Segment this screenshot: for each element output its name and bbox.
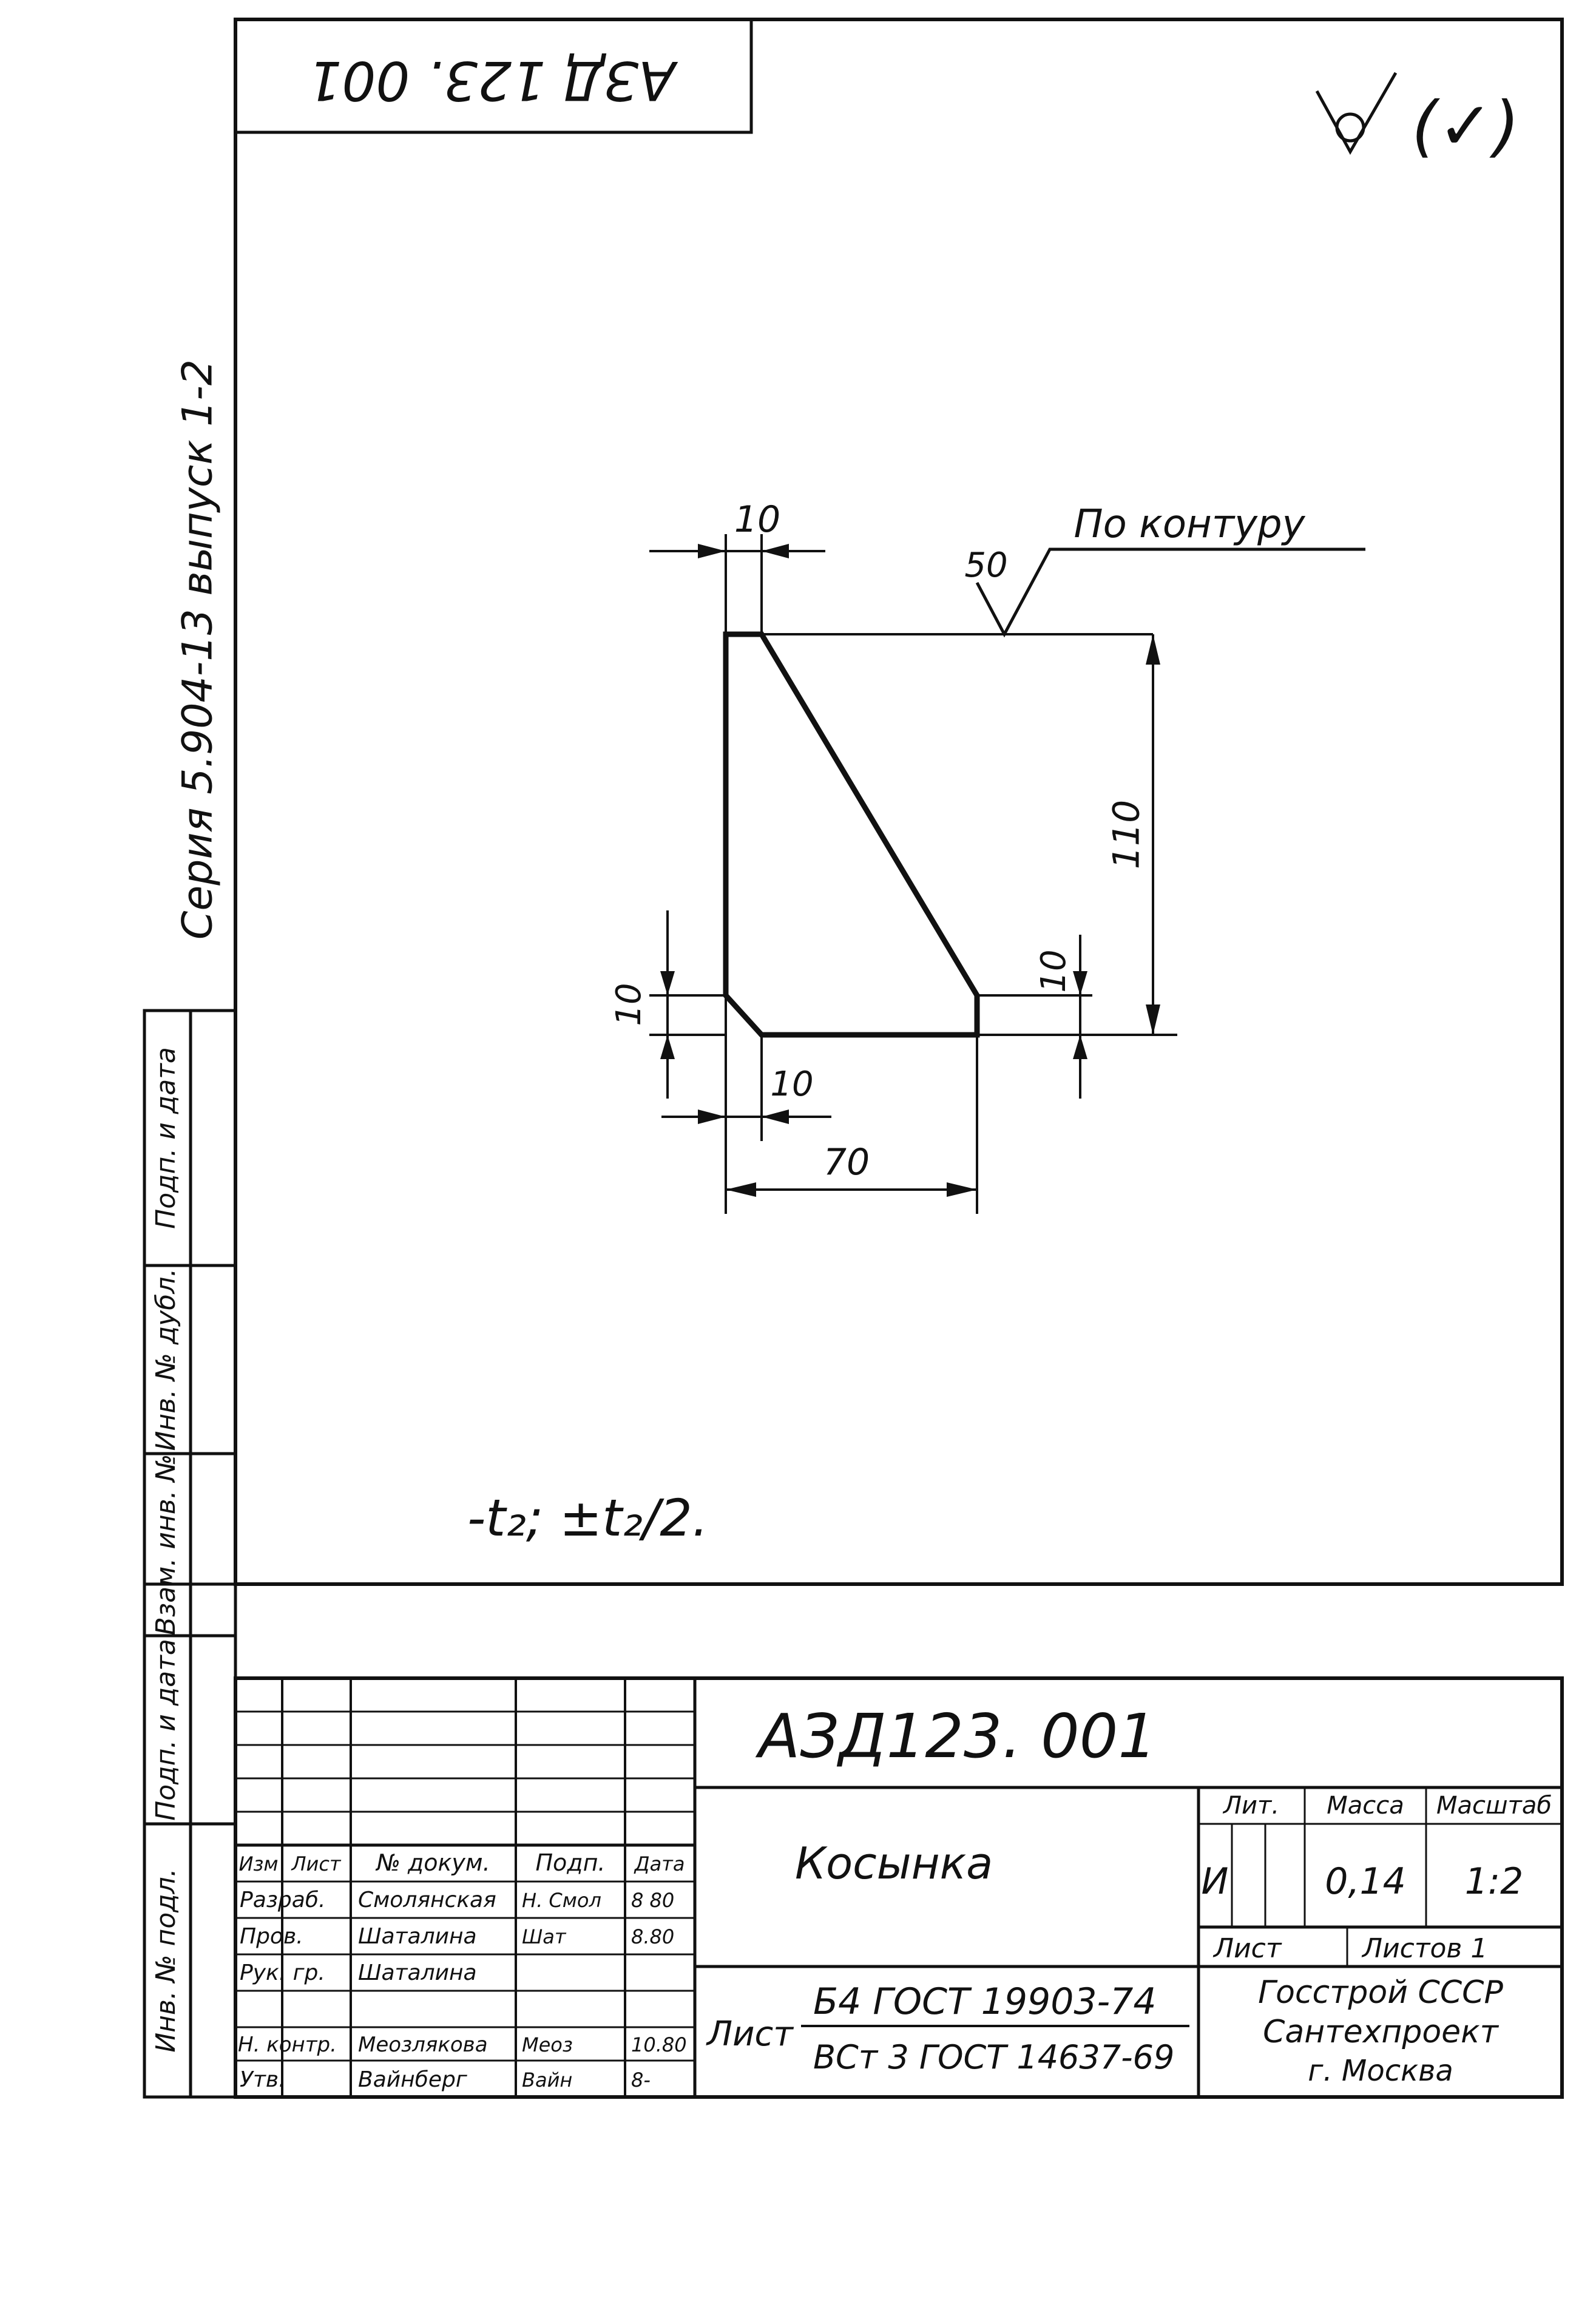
title-sheets-label: Листов 1 xyxy=(1361,1933,1487,1964)
dimension-left-10: 10 xyxy=(609,910,726,1099)
role-date: 8- xyxy=(631,2068,651,2092)
title-scale-value: 1:2 xyxy=(1465,1860,1524,1903)
dim-label-bottom-10: 10 xyxy=(770,1065,813,1104)
dim-label-top-10: 10 xyxy=(734,498,780,541)
role-label: Утв. xyxy=(240,2067,286,2092)
dimension-bottom-10: 10 xyxy=(661,1035,831,1141)
side-column-strip: Подп. и дата Инв. № дубл. Взам. инв. № П… xyxy=(143,1009,237,2099)
title-lit-header: Лит. xyxy=(1222,1792,1279,1820)
head-sign: Подп. xyxy=(535,1849,605,1876)
role-date: 8.80 xyxy=(631,1925,674,1948)
title-org-line2: Сантехпроект xyxy=(1263,2014,1499,2050)
table-row: Н. контр. Меозлякова Меоз 10.80 xyxy=(238,2033,687,2057)
surface-note-contour: 50 По контуру xyxy=(762,502,1365,638)
dim-label-right-10: 10 xyxy=(1034,949,1074,992)
title-org-line1: Госстрой СССР xyxy=(1258,1974,1503,2011)
role-label: Н. контр. xyxy=(238,2033,337,2057)
title-mass-value: 0,14 xyxy=(1325,1860,1406,1903)
surface-mark-general: (✓) xyxy=(1315,72,1520,164)
head-date: Дата xyxy=(634,1852,685,1875)
role-sign: Вайн xyxy=(522,2068,572,2092)
role-date: 8 80 xyxy=(631,1889,674,1912)
dimension-110: 110 xyxy=(977,634,1177,1036)
side-label-sign-date-1: Подп. и дата xyxy=(150,1047,181,1229)
role-label: Пров. xyxy=(240,1924,303,1949)
table-row: Разраб. Смолянская Н. Смол 8 80 xyxy=(240,1888,674,1912)
role-sign: Шат xyxy=(522,1925,567,1948)
table-row: Рук. гр. Шаталина xyxy=(240,1960,477,1985)
tolerance-note: -t₂; ±t₂/2. xyxy=(467,1488,708,1548)
role-name: Вайнберг xyxy=(358,2067,468,2092)
role-name: Шаталина xyxy=(358,1924,477,1949)
dim-label-70: 70 xyxy=(823,1141,870,1184)
dimension-right-10: 10 xyxy=(977,935,1092,1099)
side-label-orig-inv: Инв. № подл. xyxy=(150,1868,181,2053)
surface-value: 50 xyxy=(964,546,1007,585)
side-label-replace-inv: Взам. инв. № xyxy=(150,1454,181,1636)
title-lit-value: И xyxy=(1202,1860,1229,1903)
role-name: Меозлякова xyxy=(358,2033,488,2057)
side-label-dup-inv: Инв. № дубл. xyxy=(150,1268,181,1451)
series-label: Серия 5.904-13 выпуск 1-2 xyxy=(174,359,222,940)
dimension-top-10: 10 xyxy=(649,498,825,634)
role-date: 10.80 xyxy=(631,2033,687,2056)
role-sign: Н. Смол xyxy=(522,1889,601,1912)
title-org-line3: г. Москва xyxy=(1308,2054,1453,2088)
head-izm: Изм xyxy=(238,1852,278,1875)
title-block: АЗД123. 001 Косынка Лист Б4 ГОСТ 19903-7… xyxy=(234,1676,1564,2099)
title-material-sheet-label: Лист xyxy=(706,2014,794,2054)
title-material-line1: Б4 ГОСТ 19903-74 xyxy=(813,1980,1157,2023)
role-name: Шаталина xyxy=(358,1960,477,1985)
dim-label-left-10: 10 xyxy=(609,983,649,1026)
role-name: Смолянская xyxy=(358,1888,496,1912)
title-part-name: Косынка xyxy=(795,1838,993,1889)
title-doc-code: АЗД123. 001 xyxy=(755,1701,1157,1772)
head-list: Лист xyxy=(291,1852,341,1875)
title-mass-header: Масса xyxy=(1327,1792,1404,1820)
role-label: Рук. гр. xyxy=(240,1960,325,1985)
title-sheet-label: Лист xyxy=(1212,1933,1282,1964)
side-label-sign-date-2: Подп. и дата xyxy=(150,1639,181,1821)
role-label: Разраб. xyxy=(240,1888,325,1912)
surface-note-text: По контуру xyxy=(1074,502,1306,547)
dim-label-110: 110 xyxy=(1106,800,1148,870)
dimension-70: 70 xyxy=(725,995,978,1214)
table-row: Пров. Шаталина Шат 8.80 xyxy=(240,1924,674,1949)
title-material-line2: ВСт 3 ГОСТ 14637-69 xyxy=(813,2038,1174,2076)
sheet-frame xyxy=(234,18,1564,1586)
role-sign: Меоз xyxy=(522,2033,573,2056)
head-doc: № докум. xyxy=(375,1849,490,1876)
rotated-code-box: АЗД 123. 001 xyxy=(235,19,753,134)
title-scale-header: Масштаб xyxy=(1436,1792,1552,1820)
table-row: Утв. Вайнберг Вайн 8- xyxy=(240,2067,651,2092)
gusset-plate-outline xyxy=(723,631,980,1038)
surface-mark-bracket: (✓) xyxy=(1412,87,1520,164)
rotated-doc-code: АЗД 123. 001 xyxy=(308,49,678,112)
